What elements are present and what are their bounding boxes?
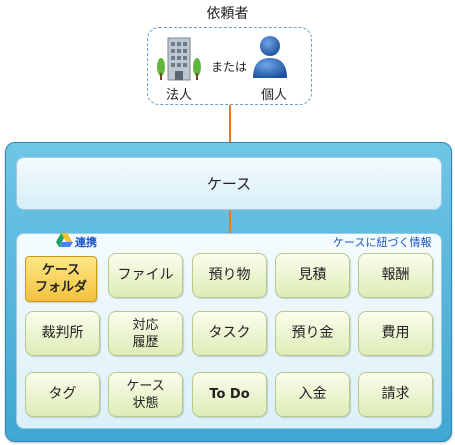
or-label: または [211,60,248,74]
file-tile: ファイル [108,253,183,298]
case-status-line2: 状態 [132,395,159,411]
connector-line-inner [229,210,231,233]
connector-line [229,105,231,157]
link-label: 連携 [75,236,97,249]
case-status-tile: ケース状態 [108,372,183,417]
deposit-money-tile: 預り金 [275,311,350,356]
building-icon [157,37,201,81]
response-history-line1: 対応 [132,317,159,333]
task-tile: タスク [192,311,267,356]
deposit-item-tile: 預り物 [192,253,267,298]
drive-icon [56,233,73,247]
response-history-line2: 履歴 [132,334,159,350]
case-folder-line1: ケース [41,263,81,278]
response-history-tile: 対応履歴 [108,311,183,356]
estimate-tile: 見積 [275,253,350,298]
requester-title: 依頼者 [206,6,249,22]
case-folder-line2: フォルダ [34,280,87,295]
court-tile: 裁判所 [25,311,100,356]
payment-received-tile: 入金 [275,372,350,417]
tag-tile: タグ [25,372,100,417]
case-folder-tile: ケースフォルダ [25,256,97,302]
fee-tile: 報酬 [358,253,433,298]
corporation-label: 法人 [166,88,193,103]
case-related-label: ケースに紐づく情報 [333,236,432,249]
expense-tile: 費用 [358,311,433,356]
invoice-tile: 請求 [358,372,433,417]
person-icon [253,36,287,78]
individual-label: 個人 [261,88,288,103]
case-bar: ケース [16,157,442,210]
case-status-line1: ケース [126,378,165,394]
todo-tile: To Do [192,372,267,417]
